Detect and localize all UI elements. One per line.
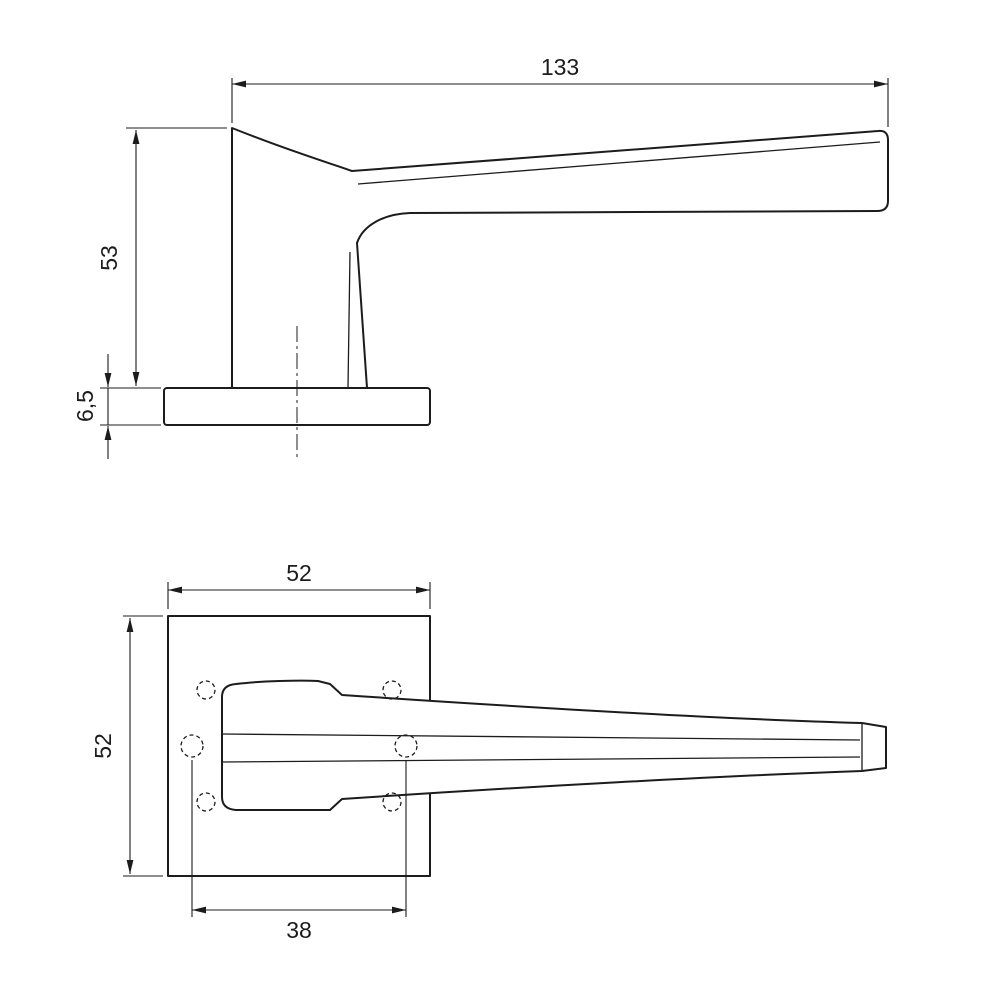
handle-facet-line <box>357 141 881 185</box>
dim-label-thickness: 6,5 <box>72 390 98 422</box>
handle-crease-lower <box>221 756 861 763</box>
handle-side-profile <box>231 127 889 389</box>
handle-crease-upper <box>221 733 861 741</box>
fixing-hole-left <box>180 734 204 758</box>
screw-hole-bottom-left <box>196 792 216 812</box>
dimension-height: 53 <box>96 127 227 389</box>
side-view: 133 53 6,5 <box>72 54 889 460</box>
handle-neck-inner-line <box>347 251 351 389</box>
dimension-rosette-height: 52 <box>90 615 163 877</box>
fixing-hole-right <box>394 734 418 758</box>
screw-hole-top-left <box>196 680 216 700</box>
dim-label-rosette-height: 52 <box>90 733 116 759</box>
handle-front-profile <box>221 679 887 811</box>
dimension-length: 133 <box>231 54 889 127</box>
dim-label-height: 53 <box>96 245 122 271</box>
dimension-rosette-thickness: 6,5 <box>72 354 161 459</box>
dim-label-length: 133 <box>541 54 579 80</box>
dim-label-rosette-width: 52 <box>286 560 312 586</box>
screw-hole-bottom-right <box>382 792 402 812</box>
dimension-rosette-width: 52 <box>167 560 431 609</box>
front-view: 52 52 38 <box>90 560 887 943</box>
dimension-screw-spacing: 38 <box>191 760 407 943</box>
screw-hole-top-right <box>382 680 402 700</box>
dim-label-screw-spacing: 38 <box>286 917 312 943</box>
